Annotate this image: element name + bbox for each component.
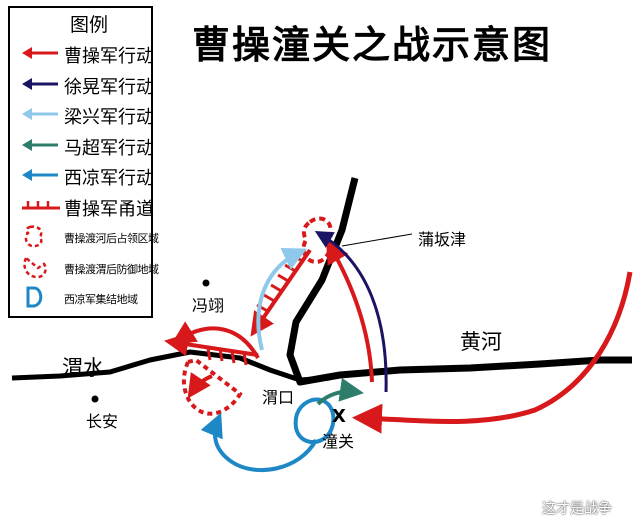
tongguan-marker: X	[332, 406, 346, 427]
label-changan: 长安	[86, 412, 119, 431]
cao-arrow-west-curve	[171, 321, 260, 359]
watermark: 这才是战争	[542, 501, 612, 517]
legend-item-label: 徐晃军行动	[64, 76, 154, 98]
huanghe-river	[286, 177, 632, 386]
arrow-icon	[22, 47, 58, 59]
legend-item: 曹操军甬道	[18, 193, 154, 220]
legend-item: 徐晃军行动	[18, 71, 154, 98]
xiliang-arrow	[200, 412, 318, 473]
label-weishui: 渭水	[62, 356, 104, 380]
label-weikou: 渭口	[262, 388, 295, 407]
legend-heading: 图例	[70, 14, 109, 36]
cao-arrow-east	[352, 271, 633, 434]
legend-item-label: 马超军行动	[64, 137, 154, 159]
legend: 图例 曹操军行动徐晃军行动梁兴军行动马超军行动西凉军行动曹操军甬道曹操渡河后占领…	[8, 6, 159, 318]
legend-item: 曹操渡渭后防御地域	[18, 254, 159, 280]
cao-supply-road-ticks-west	[206, 347, 248, 366]
changan-dot	[91, 395, 99, 403]
arrow-icon	[22, 108, 58, 120]
map-title: 曹操潼关之战示意图	[192, 22, 553, 67]
cao-defense-zone	[181, 357, 243, 416]
liang-xing-arrow	[256, 248, 308, 351]
ma-chao-arrow	[316, 377, 364, 406]
cao-arrow-north	[325, 239, 374, 383]
legend-item-label: 曹操渡渭后防御地域	[64, 262, 159, 276]
legend-item: 马超军行动	[18, 132, 154, 159]
legend-item: 曹操军行动	[18, 40, 154, 67]
label-pubanjin: 蒲坂津	[418, 230, 467, 249]
arrow-icon	[22, 138, 58, 151]
legend-item: 西凉军集结地域	[18, 284, 150, 310]
legend-item-label: 西凉军集结地域	[64, 293, 138, 306]
cao-defense-arrow	[187, 372, 213, 399]
legend-item: 梁兴军行动	[18, 101, 154, 128]
cao-occupation-zone	[301, 216, 333, 265]
legend-item: 西凉军行动	[18, 162, 154, 189]
legend-item: 曹操渡河后占领区域	[18, 223, 159, 249]
arrow-icon	[22, 77, 58, 90]
label-huanghe: 黄河	[460, 330, 502, 354]
road-icon	[22, 200, 60, 209]
pubanjin-pointer	[341, 233, 413, 247]
legend-item-label: 西凉军行动	[64, 168, 154, 189]
xu-huang-arrow	[314, 230, 388, 393]
label-fengyi: 冯翊	[192, 296, 225, 315]
zone-icon	[26, 286, 43, 308]
legend-item-label: 曹操军甬道	[64, 198, 154, 220]
zone-icon	[24, 225, 43, 248]
legend-item-label: 曹操渡河后占领区域	[64, 232, 159, 245]
legend-item-label: 梁兴军行动	[64, 107, 154, 128]
label-tongguan: 潼关	[322, 432, 355, 451]
arrow-icon	[22, 169, 58, 181]
fengyi-dot	[202, 279, 210, 287]
zone-icon	[23, 255, 47, 278]
legend-item-label: 曹操军行动	[64, 46, 154, 67]
xiliang-assembly-zone	[293, 397, 336, 444]
weishui-river	[11, 349, 331, 383]
